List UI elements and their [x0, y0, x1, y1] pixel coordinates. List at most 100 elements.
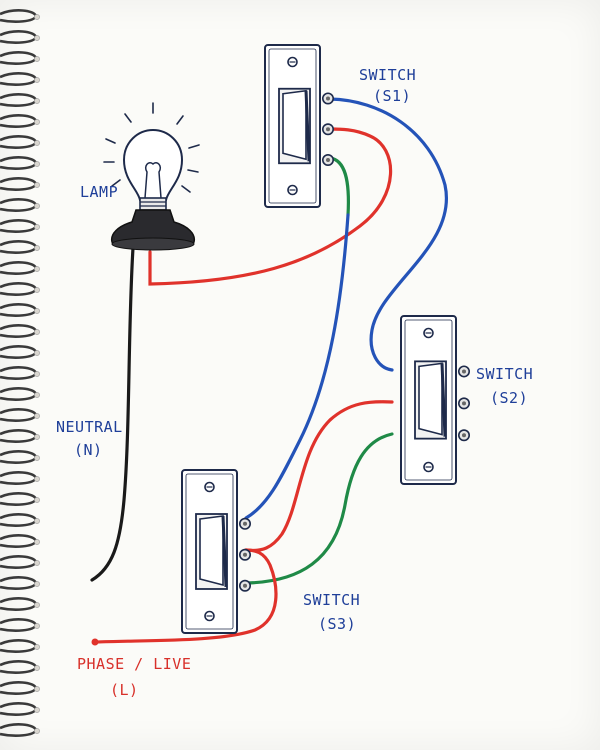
spiral-ring — [0, 387, 38, 401]
filament-icon — [144, 161, 162, 199]
binding-hole — [34, 161, 40, 167]
switch-s2-label: SWITCH — [476, 365, 533, 383]
binding-hole — [34, 98, 40, 104]
spiral-ring — [0, 429, 38, 443]
spiral-ring — [0, 93, 38, 107]
spiral-ring — [0, 723, 38, 737]
binding-hole — [34, 329, 40, 335]
binding-hole — [34, 182, 40, 188]
binding-hole — [34, 35, 40, 41]
spiral-ring — [0, 681, 38, 695]
spiral-ring — [0, 51, 38, 65]
spiral-ring — [0, 177, 38, 191]
spiral-ring — [0, 114, 38, 128]
rocker-shadow — [440, 363, 447, 437]
binding-hole — [34, 686, 40, 692]
phase-live-endpoint — [91, 638, 99, 646]
spiral-binding — [0, 9, 40, 737]
lamp-to-s1-red-wire — [148, 127, 393, 286]
binding-hole — [34, 518, 40, 524]
spiral-ring — [0, 303, 38, 317]
spiral-ring — [0, 198, 38, 212]
binding-hole — [34, 308, 40, 314]
spiral-ring — [0, 555, 38, 569]
spiral-ring — [0, 450, 38, 464]
rocker-paddle — [199, 515, 224, 587]
s3-to-s2-red-wire — [244, 400, 394, 553]
s1-to-s3-blue-wire — [244, 213, 350, 520]
phase-live-red-wire — [94, 548, 278, 644]
spiral-ring — [0, 345, 38, 359]
rocker-paddle — [418, 362, 443, 436]
neutral-wire — [90, 246, 135, 582]
switch-s3-sublabel: (S3) — [318, 615, 356, 633]
spiral-ring — [0, 240, 38, 254]
binding-hole — [34, 245, 40, 251]
spiral-ring — [0, 219, 38, 233]
spiral-ring — [0, 156, 38, 170]
spiral-ring — [0, 660, 38, 674]
spiral-ring — [0, 282, 38, 296]
binding-hole — [34, 392, 40, 398]
spiral-ring — [0, 639, 38, 653]
neutral-sublabel: (N) — [74, 441, 103, 459]
binding-hole — [34, 623, 40, 629]
switch-s3-label: SWITCH — [303, 591, 360, 609]
spiral-ring — [0, 30, 38, 44]
binding-hole — [34, 350, 40, 356]
switch-s1-label: SWITCH — [359, 66, 416, 84]
binding-hole — [34, 728, 40, 734]
binding-hole — [34, 203, 40, 209]
spiral-ring — [0, 408, 38, 422]
lamp-glow-rays — [103, 102, 200, 193]
spiral-ring — [0, 702, 38, 716]
binding-hole — [34, 224, 40, 230]
binding-hole — [34, 560, 40, 566]
switch-plate-inner-edge — [268, 48, 317, 204]
spiral-ring — [0, 72, 38, 86]
binding-hole — [34, 413, 40, 419]
lamp-label: LAMP — [80, 183, 118, 201]
binding-hole — [34, 707, 40, 713]
binding-hole — [34, 434, 40, 440]
switch-s2 — [400, 315, 470, 485]
spiral-ring — [0, 9, 38, 23]
binding-hole — [34, 476, 40, 482]
s1-to-s2-blue-wire — [328, 97, 449, 372]
s1-to-s3-green-wire — [328, 156, 351, 217]
switch-plate-inner-edge — [185, 473, 234, 630]
spiral-ring — [0, 492, 38, 506]
binding-hole — [34, 581, 40, 587]
binding-hole — [34, 371, 40, 377]
binding-hole — [34, 56, 40, 62]
spiral-ring — [0, 576, 38, 590]
spiral-ring — [0, 366, 38, 380]
switch-plate-inner-edge — [404, 319, 453, 481]
spiral-ring — [0, 597, 38, 611]
binding-hole — [34, 287, 40, 293]
spiral-ring — [0, 135, 38, 149]
binding-hole — [34, 644, 40, 650]
spiral-ring — [0, 618, 38, 632]
bulb-base — [139, 197, 167, 211]
binding-hole — [34, 602, 40, 608]
phase-live-sublabel: (L) — [110, 681, 139, 699]
switch-s3 — [181, 469, 252, 634]
phase-live-label: PHASE / LIVE — [77, 655, 191, 673]
spiral-ring — [0, 534, 38, 548]
spiral-ring — [0, 471, 38, 485]
switch-s2-sublabel: (S2) — [490, 389, 528, 407]
spiral-ring — [0, 261, 38, 275]
binding-hole — [34, 140, 40, 146]
binding-hole — [34, 455, 40, 461]
switch-s1-sublabel: (S1) — [373, 87, 411, 105]
rocker-shadow — [221, 515, 228, 588]
lamp — [103, 102, 200, 251]
rocker-shadow — [304, 90, 311, 162]
neutral-label: NEUTRAL — [56, 418, 123, 436]
spiral-ring — [0, 324, 38, 338]
s3-to-s2-green-wire — [244, 432, 394, 585]
switch-s1 — [264, 44, 334, 208]
